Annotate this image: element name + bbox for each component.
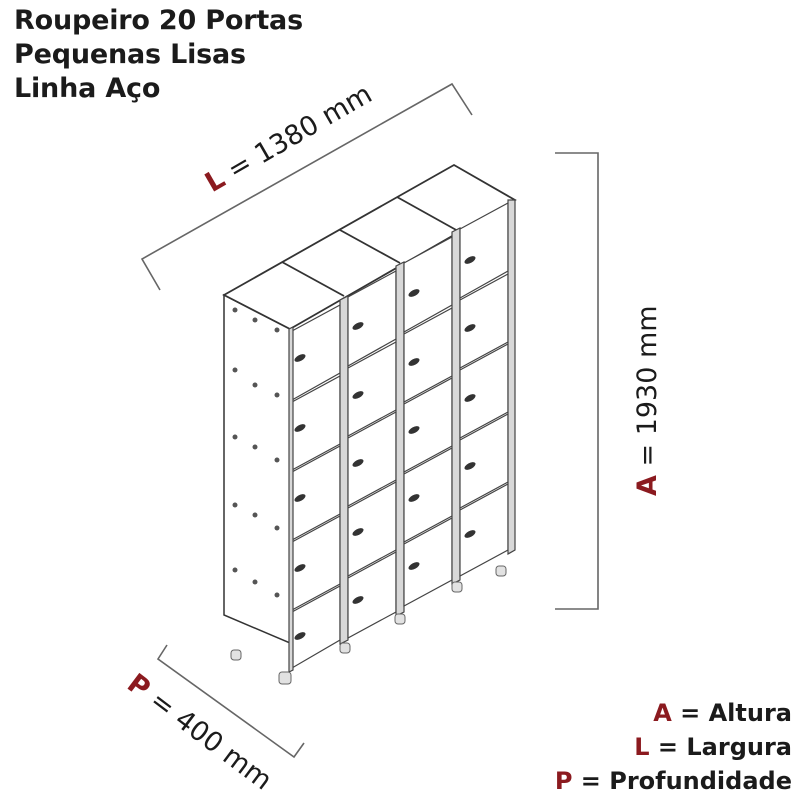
locker-column-1 <box>291 295 349 670</box>
product-title: Roupeiro 20 Portas Pequenas Lisas Linha … <box>14 4 303 106</box>
title-line-1: Roupeiro 20 Portas <box>14 5 303 36</box>
legend-row-largura: L = Largura <box>555 730 792 764</box>
locker-side-panel <box>223 293 291 645</box>
locker-column-2 <box>347 261 405 640</box>
depth-dimension-line <box>156 644 305 759</box>
title-line-2: Pequenas Lisas <box>14 39 246 70</box>
legend-letter-l: L <box>634 733 650 761</box>
lock-icon <box>294 256 476 640</box>
height-equals: = <box>632 435 663 476</box>
dimension-lines <box>140 82 599 759</box>
height-dimension-label: A = 1930 mm <box>632 305 663 496</box>
title-line-3: Linha Aço <box>14 73 161 104</box>
legend-letter-a: A <box>653 699 672 727</box>
dimension-legend: A = Altura L = Largura P = Profundidade <box>555 696 792 798</box>
height-dimension-line <box>555 152 599 610</box>
locker-column-3 <box>403 227 461 608</box>
legend-text-altura: = Altura <box>671 699 792 727</box>
legend-text-largura: = Largura <box>649 733 792 761</box>
width-dimension-line <box>140 82 473 291</box>
door-locks <box>294 256 476 640</box>
legend-letter-p: P <box>554 767 573 795</box>
legend-row-altura: A = Altura <box>555 696 792 730</box>
legend-row-profundidade: P = Profundidade <box>555 764 792 798</box>
side-panel-holes <box>232 307 280 598</box>
locker-feet <box>230 565 507 685</box>
height-value: 1930 mm <box>632 305 663 436</box>
locker-column-4 <box>459 199 516 578</box>
legend-text-profundidade: = Profundidade <box>572 767 792 795</box>
height-letter: A <box>632 475 663 496</box>
locker-front <box>288 199 516 673</box>
